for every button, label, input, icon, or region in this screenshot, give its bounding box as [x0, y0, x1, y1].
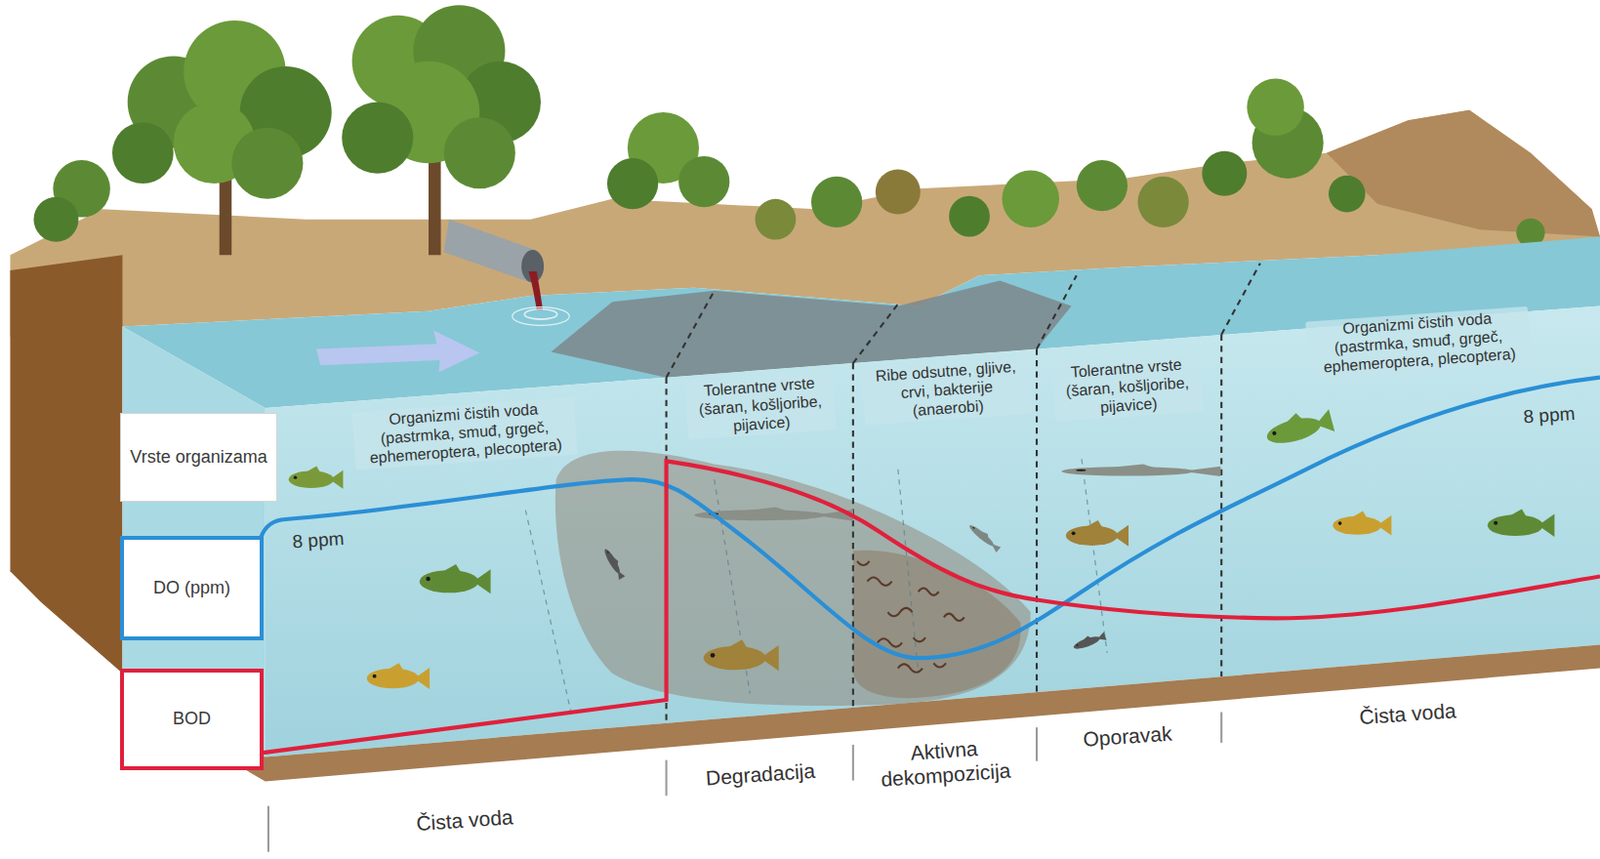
fish-part [1263, 405, 1336, 450]
tree-part [607, 158, 658, 209]
worms-part [933, 662, 946, 667]
land-part [9, 254, 123, 674]
zone-divider-part [1221, 263, 1261, 335]
tree-part [444, 117, 516, 189]
zone-divider-faint-part [525, 510, 572, 715]
fish-part [367, 662, 430, 690]
tree-part [112, 122, 174, 184]
fish-part [1332, 511, 1392, 536]
worms-part [943, 614, 965, 621]
fish-part [967, 521, 1002, 553]
zone-divider-faint-part [1081, 458, 1108, 654]
zone-tick-part [665, 760, 668, 797]
tree-part [1246, 78, 1305, 136]
organism-note: Tolerantne vrste (šaran, košljoribe, pij… [684, 371, 837, 440]
zone-tick-part [1035, 727, 1038, 761]
do-value: 8 ppm [291, 528, 345, 554]
tree-part [875, 168, 921, 214]
do-row-box: DO (ppm) [120, 535, 263, 642]
zone-name: Čista voda [414, 806, 514, 838]
worms-part [887, 608, 912, 616]
tree-part [1076, 160, 1128, 211]
flow-arrow-part [316, 330, 480, 373]
tree-part [1328, 175, 1366, 213]
worms-part [857, 561, 870, 566]
fish-part [703, 639, 780, 671]
tree-part [33, 197, 79, 243]
zone-tick-part [1220, 712, 1223, 743]
zone-name: Aktivna dekompozicija [869, 734, 1020, 793]
bod-row-box: BOD [120, 668, 263, 772]
bod-curve [261, 460, 1600, 753]
zone-divider-part [852, 363, 855, 708]
worms-part [898, 663, 923, 672]
flow-arrow [316, 330, 480, 373]
fish-part [419, 564, 492, 594]
fish-part [602, 546, 627, 580]
tree-part [341, 102, 413, 174]
zone-tick-part [852, 744, 855, 781]
worms-part [913, 637, 927, 642]
row-label: BOD [172, 708, 211, 731]
worms-part [918, 588, 940, 596]
zone-divider-part [853, 303, 899, 364]
worms-part [866, 577, 892, 586]
fish-part [1062, 464, 1222, 477]
tree-part [231, 127, 303, 200]
fish-part [1071, 630, 1108, 653]
row-label: DO (ppm) [153, 577, 231, 600]
outflow-pipe [444, 219, 571, 327]
outflow-pipe-part [524, 309, 557, 320]
zone-divider-part [1035, 348, 1038, 692]
water-body-part [265, 306, 1600, 758]
row-label: Vrste organizama [129, 447, 267, 469]
tree-part [1201, 151, 1247, 197]
organism-note: Organizmi čistih voda (pastrmka, smuđ, g… [351, 397, 578, 470]
outflow-pipe-part [444, 219, 536, 284]
zone-name: Degradacija [704, 759, 817, 792]
tree-part [948, 196, 990, 238]
outflow-pipe-part [512, 307, 571, 327]
zone-divider-part [1220, 334, 1223, 677]
tree-part [811, 176, 862, 228]
organism-note: Ribe odsutne, gljive, crvi, bakterije (a… [861, 356, 1033, 425]
fish-part [288, 466, 344, 490]
outflow-pipe-part [528, 271, 543, 311]
organism-row-box: Vrste organizama [120, 412, 277, 502]
organism-note: Tolerantne vrste (šaran, košljoribe, pij… [1051, 354, 1204, 422]
tree-part [755, 199, 797, 241]
fish-part [1487, 509, 1556, 537]
organism-note: Organizmi čistih voda (pastrmka, smuđ, g… [1305, 306, 1532, 379]
land-part [1326, 110, 1600, 238]
do-value: 8 ppm [1522, 403, 1576, 429]
zone-divider-part [666, 290, 715, 378]
tree [33, 4, 1545, 255]
bod-curve-part [261, 460, 1600, 753]
zone-name: Oporavak [1082, 721, 1174, 752]
water-body [122, 306, 1600, 782]
tree-part [1137, 176, 1189, 228]
fish-part [1066, 520, 1129, 547]
tree-part [678, 156, 730, 207]
tree-part [1001, 170, 1060, 229]
zone-tick-part [267, 806, 270, 853]
pollution-plume-part [853, 550, 1022, 698]
zone-divider-part [1036, 275, 1077, 349]
zone-name: Čista voda [1358, 698, 1458, 731]
